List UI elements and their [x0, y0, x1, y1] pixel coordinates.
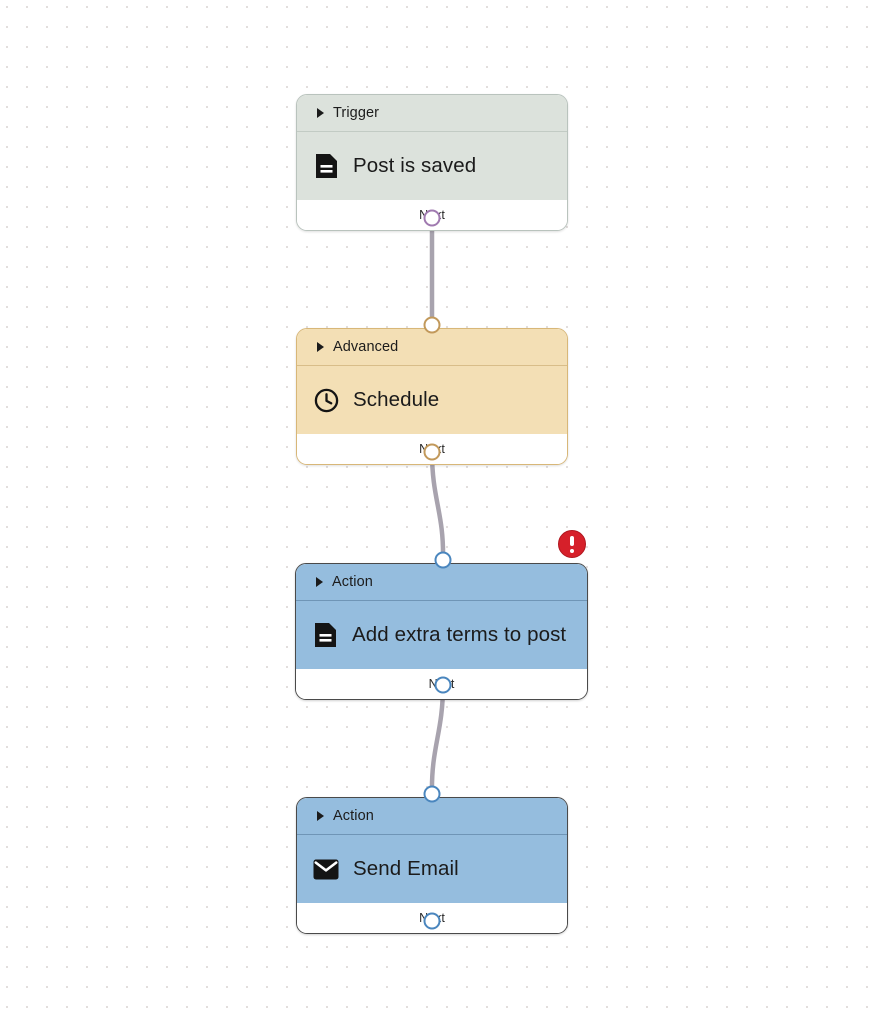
- collapse-caret-icon[interactable]: [316, 577, 323, 587]
- clock-icon: [313, 387, 339, 413]
- node-body-action[interactable]: Add extra terms to post: [296, 601, 587, 669]
- node-header-action[interactable]: Action: [296, 564, 587, 600]
- port-in-advanced[interactable]: [423, 316, 441, 334]
- port-in-action-add-extra-terms[interactable]: [434, 551, 452, 569]
- error-badge[interactable]: [558, 530, 586, 558]
- node-header-advanced[interactable]: Advanced: [297, 329, 567, 365]
- port-out-action-send-email[interactable]: [423, 912, 441, 930]
- node-divider: [297, 365, 567, 366]
- node-category-label: Action: [332, 574, 373, 590]
- node-category-label: Trigger: [333, 105, 380, 121]
- node-title: Post is saved: [353, 154, 477, 177]
- node-divider: [297, 834, 567, 835]
- node-action-send-email[interactable]: Action Send Email Next: [296, 797, 568, 934]
- node-title: Send Email: [353, 857, 459, 880]
- node-divider: [297, 131, 567, 132]
- document-icon: [313, 153, 339, 179]
- node-body-advanced[interactable]: Schedule: [297, 366, 567, 434]
- node-title: Add extra terms to post: [352, 623, 567, 646]
- node-advanced-schedule[interactable]: Advanced Schedule Next: [296, 328, 568, 465]
- exclamation-icon: [570, 535, 574, 553]
- document-icon: [312, 622, 338, 648]
- node-header-trigger[interactable]: Trigger: [297, 95, 567, 131]
- port-out-action-add-extra-terms[interactable]: [434, 676, 452, 694]
- edge-action-1-to-action-2: [429, 682, 446, 797]
- port-out-trigger[interactable]: [423, 209, 441, 227]
- node-divider: [296, 600, 587, 601]
- edge-advanced-to-action-1: [429, 449, 446, 563]
- node-category-label: Action: [333, 808, 374, 824]
- port-out-advanced[interactable]: [423, 443, 441, 461]
- collapse-caret-icon[interactable]: [317, 342, 324, 352]
- node-header-action[interactable]: Action: [297, 798, 567, 834]
- node-body-action[interactable]: Send Email: [297, 835, 567, 903]
- port-in-action-send-email[interactable]: [423, 785, 441, 803]
- node-body-trigger[interactable]: Post is saved: [297, 132, 567, 200]
- collapse-caret-icon[interactable]: [317, 108, 324, 118]
- node-category-label: Advanced: [333, 339, 399, 355]
- envelope-icon: [313, 856, 339, 882]
- node-title: Schedule: [353, 388, 440, 411]
- collapse-caret-icon[interactable]: [317, 811, 324, 821]
